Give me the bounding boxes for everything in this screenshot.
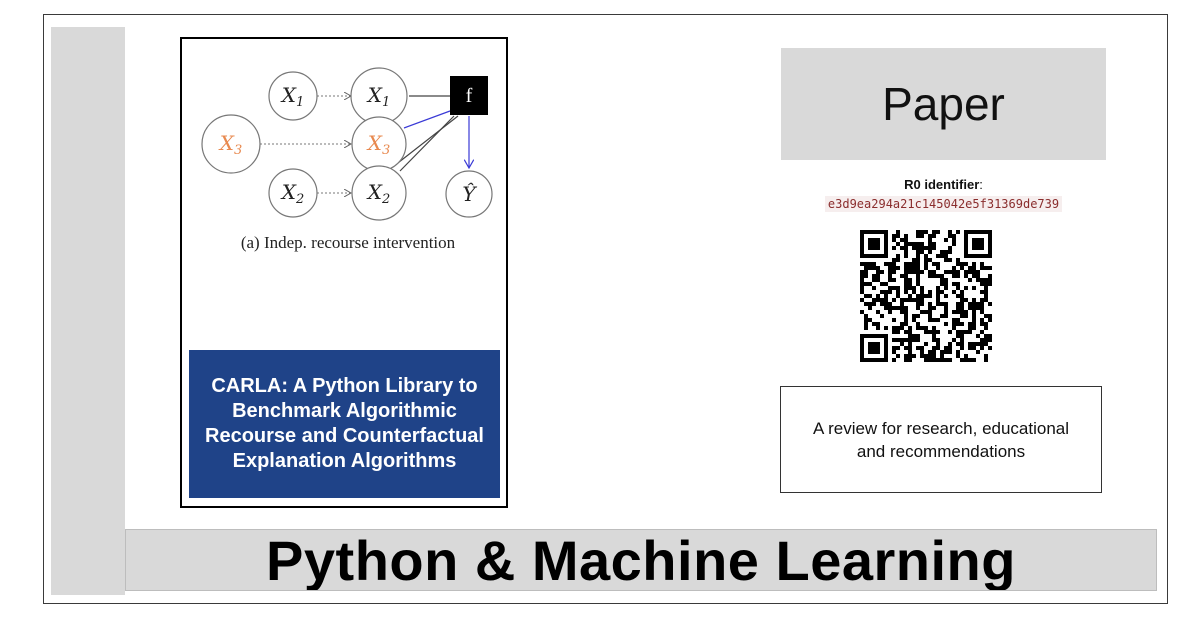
edge-x2-f — [399, 115, 455, 172]
svg-text:X1: X1 — [280, 83, 305, 110]
edge-x3-f-gray — [393, 115, 459, 167]
svg-text:f: f — [466, 85, 473, 107]
edge-x3-f — [403, 110, 451, 129]
figure-caption: (a) Indep. recourse intervention — [241, 233, 456, 252]
causal-graph-figure: X1 X1 X3 X3 X2 X2 Ŷ f (a) Indep. recours… — [201, 67, 493, 252]
left-stripe — [51, 27, 125, 595]
paper-title: CARLA: A Python Library to Benchmark Alg… — [189, 350, 500, 498]
content-type-label: Paper — [781, 48, 1106, 160]
svg-text:Ŷ: Ŷ — [462, 182, 477, 206]
node-y-hat — [445, 170, 493, 218]
svg-text:X2: X2 — [366, 180, 391, 207]
svg-text:X3: X3 — [366, 131, 391, 158]
node-x3-left — [201, 114, 261, 174]
topic-banner: Python & Machine Learning — [125, 529, 1157, 591]
svg-text:X3: X3 — [218, 131, 243, 158]
identifier-label: R0 identifier: — [904, 177, 983, 192]
identifier-value[interactable]: e3d9ea294a21c145042e5f31369de739 — [781, 195, 1106, 213]
node-x2-right — [351, 165, 407, 221]
svg-text:X1: X1 — [366, 83, 391, 110]
description-box: A review for research, educational and r… — [780, 386, 1102, 493]
node-x1-left — [268, 71, 318, 121]
qr-code[interactable] — [860, 230, 992, 362]
node-x2-left — [268, 168, 318, 218]
node-f — [450, 76, 488, 115]
svg-text:X2: X2 — [280, 180, 305, 207]
